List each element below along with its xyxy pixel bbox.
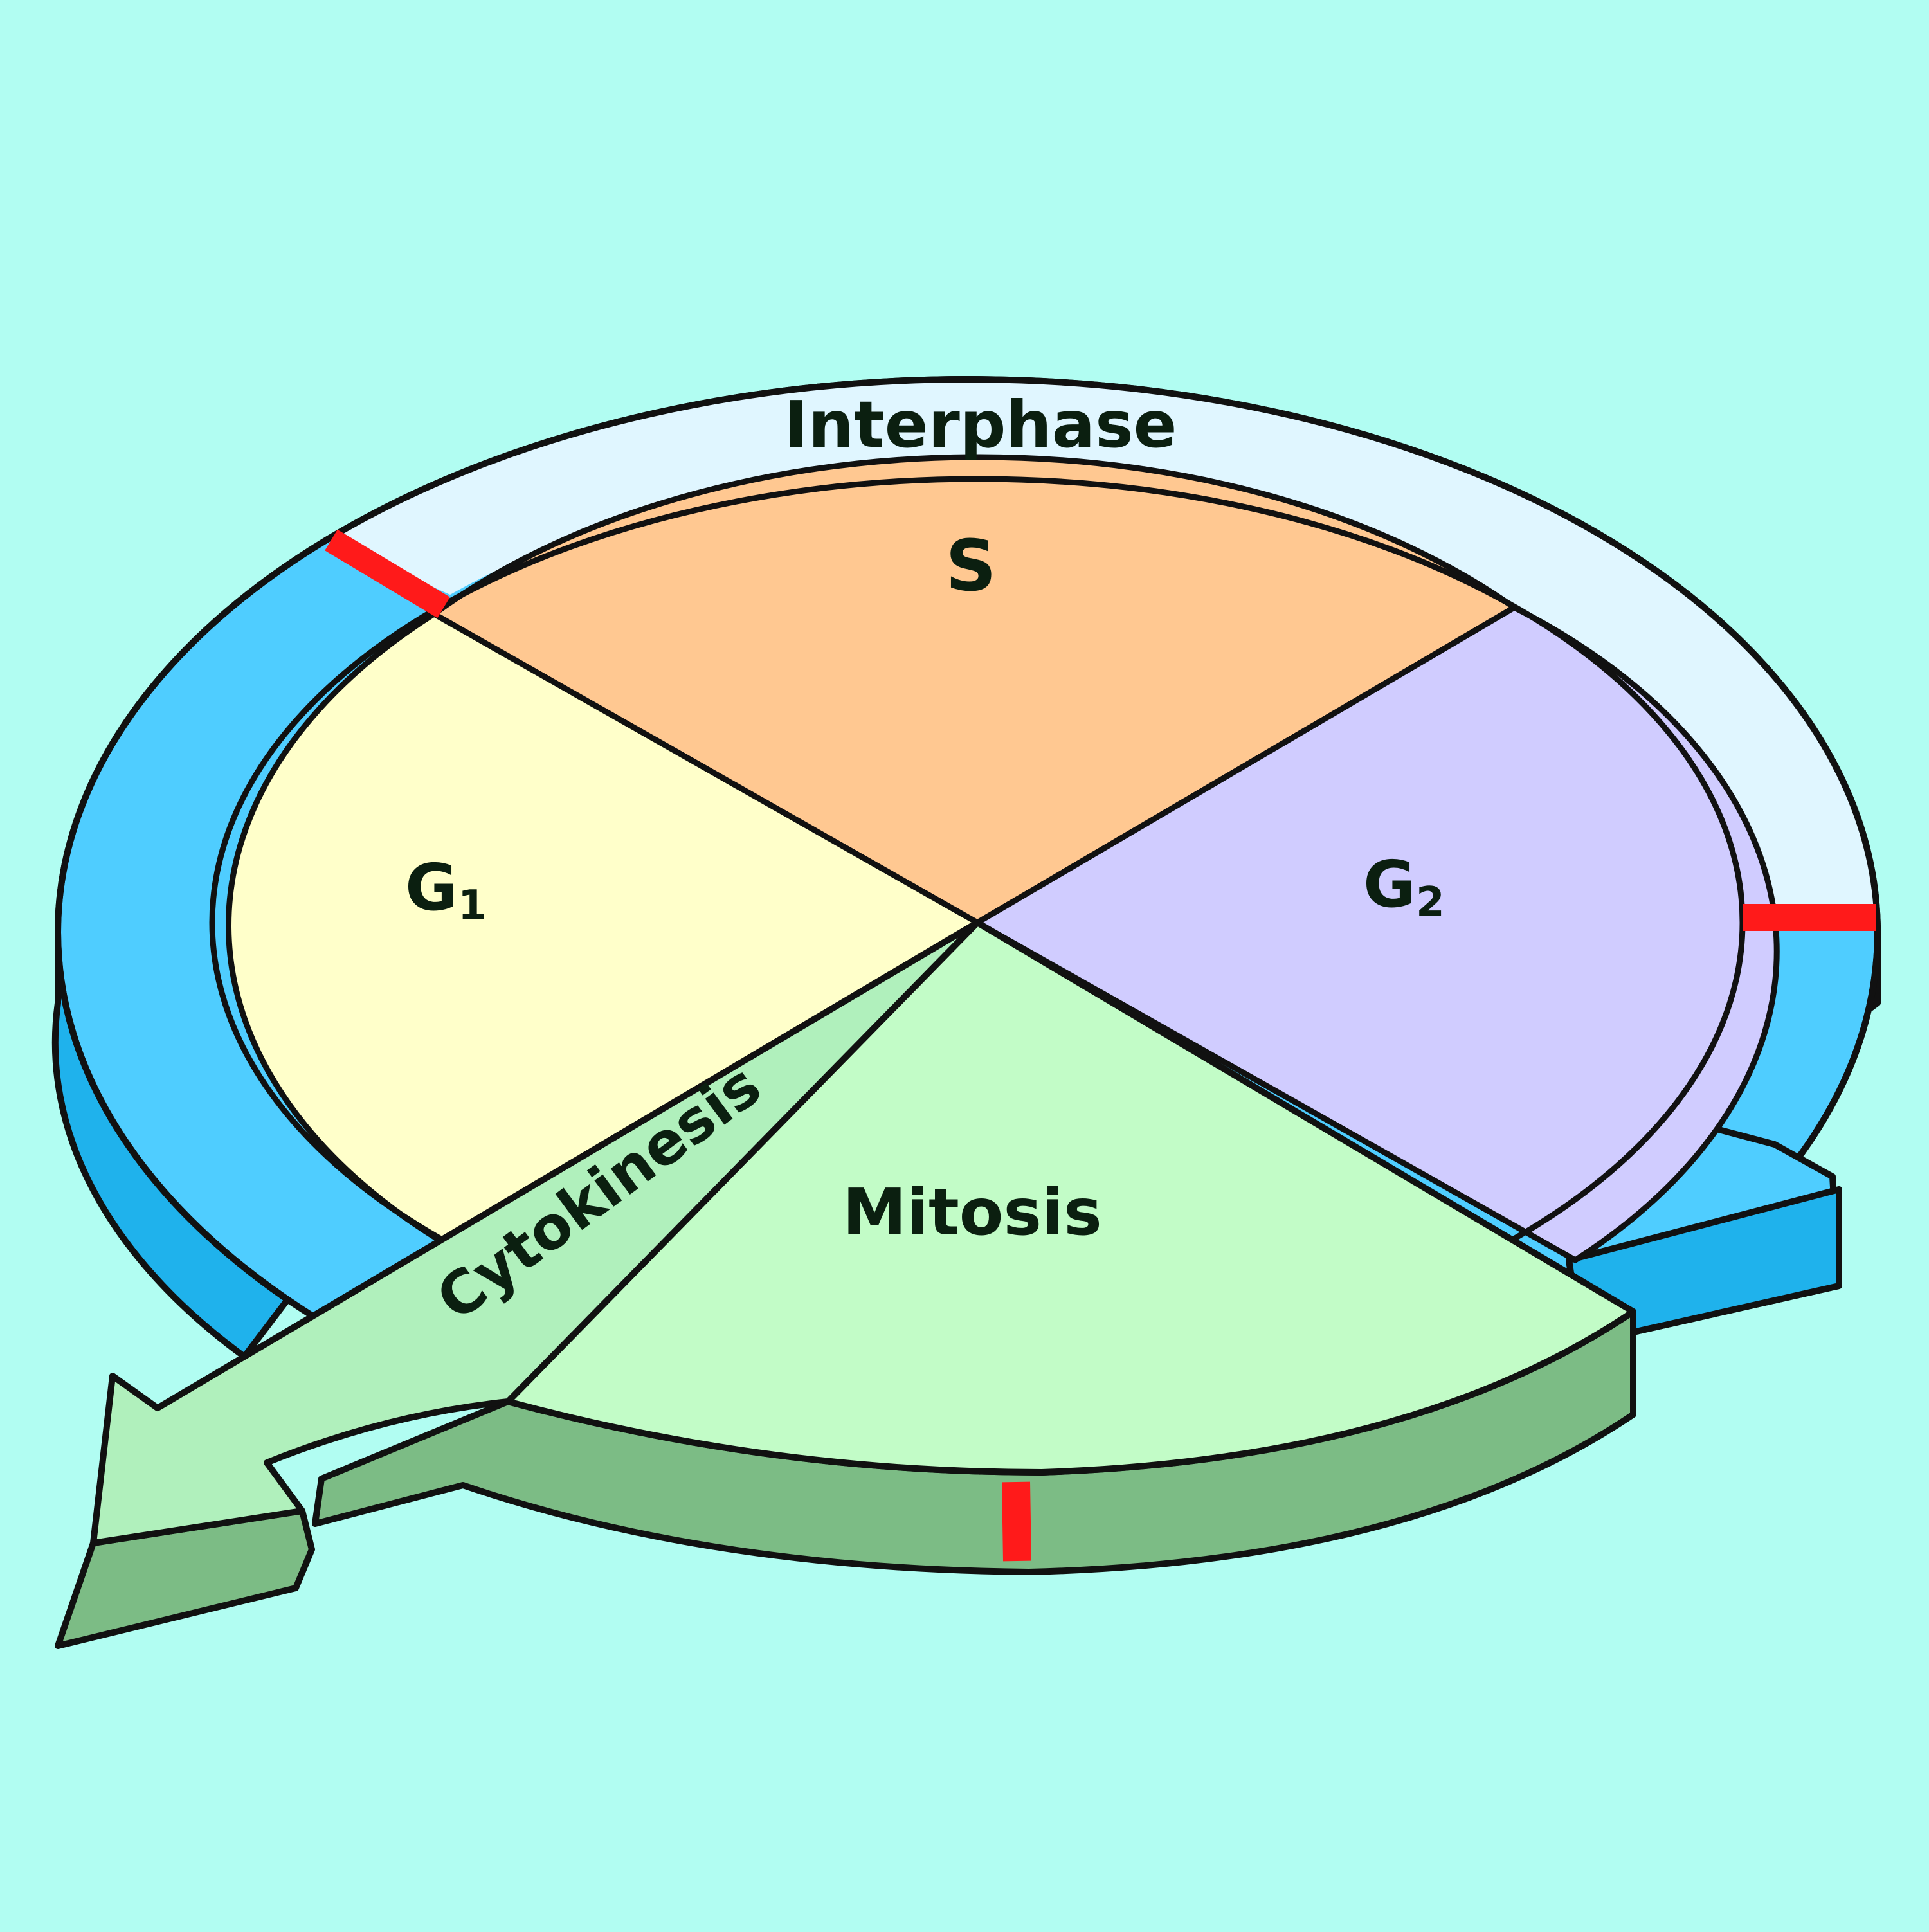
label-g1-sub: 1 [458,882,487,930]
label-mitosis: Mitosis [842,1175,1102,1250]
sector-g1 [226,611,981,1244]
label-interphase: Interphase [784,387,1177,462]
label-g2: G2 [1363,847,1445,926]
label-g1-base: G [405,850,458,925]
checkpoint-marker-g1 [325,529,450,618]
sector-mitosis [505,919,1636,1476]
label-s: S [945,525,996,607]
label-g2-sub: 2 [1416,879,1445,926]
label-g2-base: G [1363,847,1416,922]
sector-s [431,454,1517,926]
label-g1: G1 [405,850,487,930]
phase-sectors [209,454,1780,1369]
checkpoint-markers [325,529,1876,1562]
checkpoint-marker-mitosis [1002,1481,1031,1562]
interphase-band [328,380,1878,919]
cytokinesis-arrow [90,919,981,1546]
